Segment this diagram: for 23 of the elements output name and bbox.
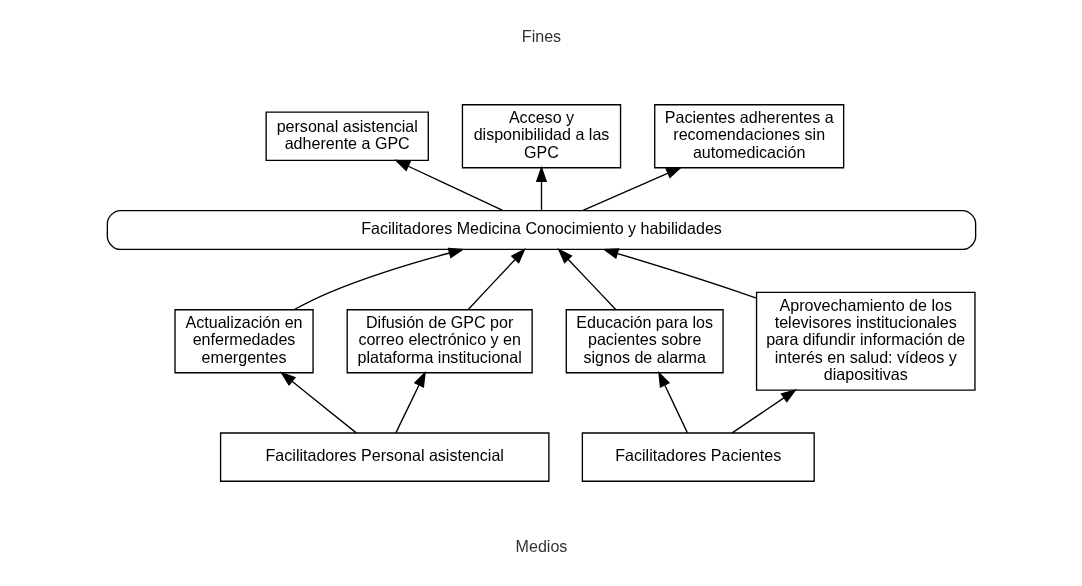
arrow — [581, 166, 682, 212]
arrow — [657, 370, 688, 434]
node-box: Facilitadores Pacientes — [581, 432, 815, 482]
node-box: Facilitadores Personal asistencial — [219, 432, 550, 482]
arrow — [394, 370, 426, 434]
label: Fines — [521, 26, 561, 45]
arrow — [466, 248, 526, 311]
node-box: personal asistencial adherente a GPC — [264, 111, 429, 161]
node-box: Difusión de GPC por correo electrónico y en plataforma institucional — [346, 309, 533, 374]
node-box: Actualización en enfermedades emergentes — [173, 309, 314, 374]
arrow — [556, 248, 617, 311]
arrow — [279, 371, 357, 434]
arrow — [535, 165, 547, 211]
arrow — [731, 389, 797, 434]
arrow — [601, 248, 757, 299]
arrow — [293, 247, 465, 311]
node-box: Acceso y disponibilidad a las GPC — [461, 104, 621, 169]
arrow — [393, 159, 503, 212]
node-box: Pacientes adherentes a recomendaciones sin automedicación — [653, 104, 844, 169]
node-box: Facilitadores Medicina Conocimiento y habilidades — [106, 209, 976, 251]
node-box: Educación para los pacientes sobre signos de alarma — [565, 309, 724, 374]
label: Medios — [515, 537, 567, 556]
node-box: Aprovechamiento de los televisores institucionales para difundir información de interés en salud: vídeos y diapositivas — [755, 291, 976, 391]
